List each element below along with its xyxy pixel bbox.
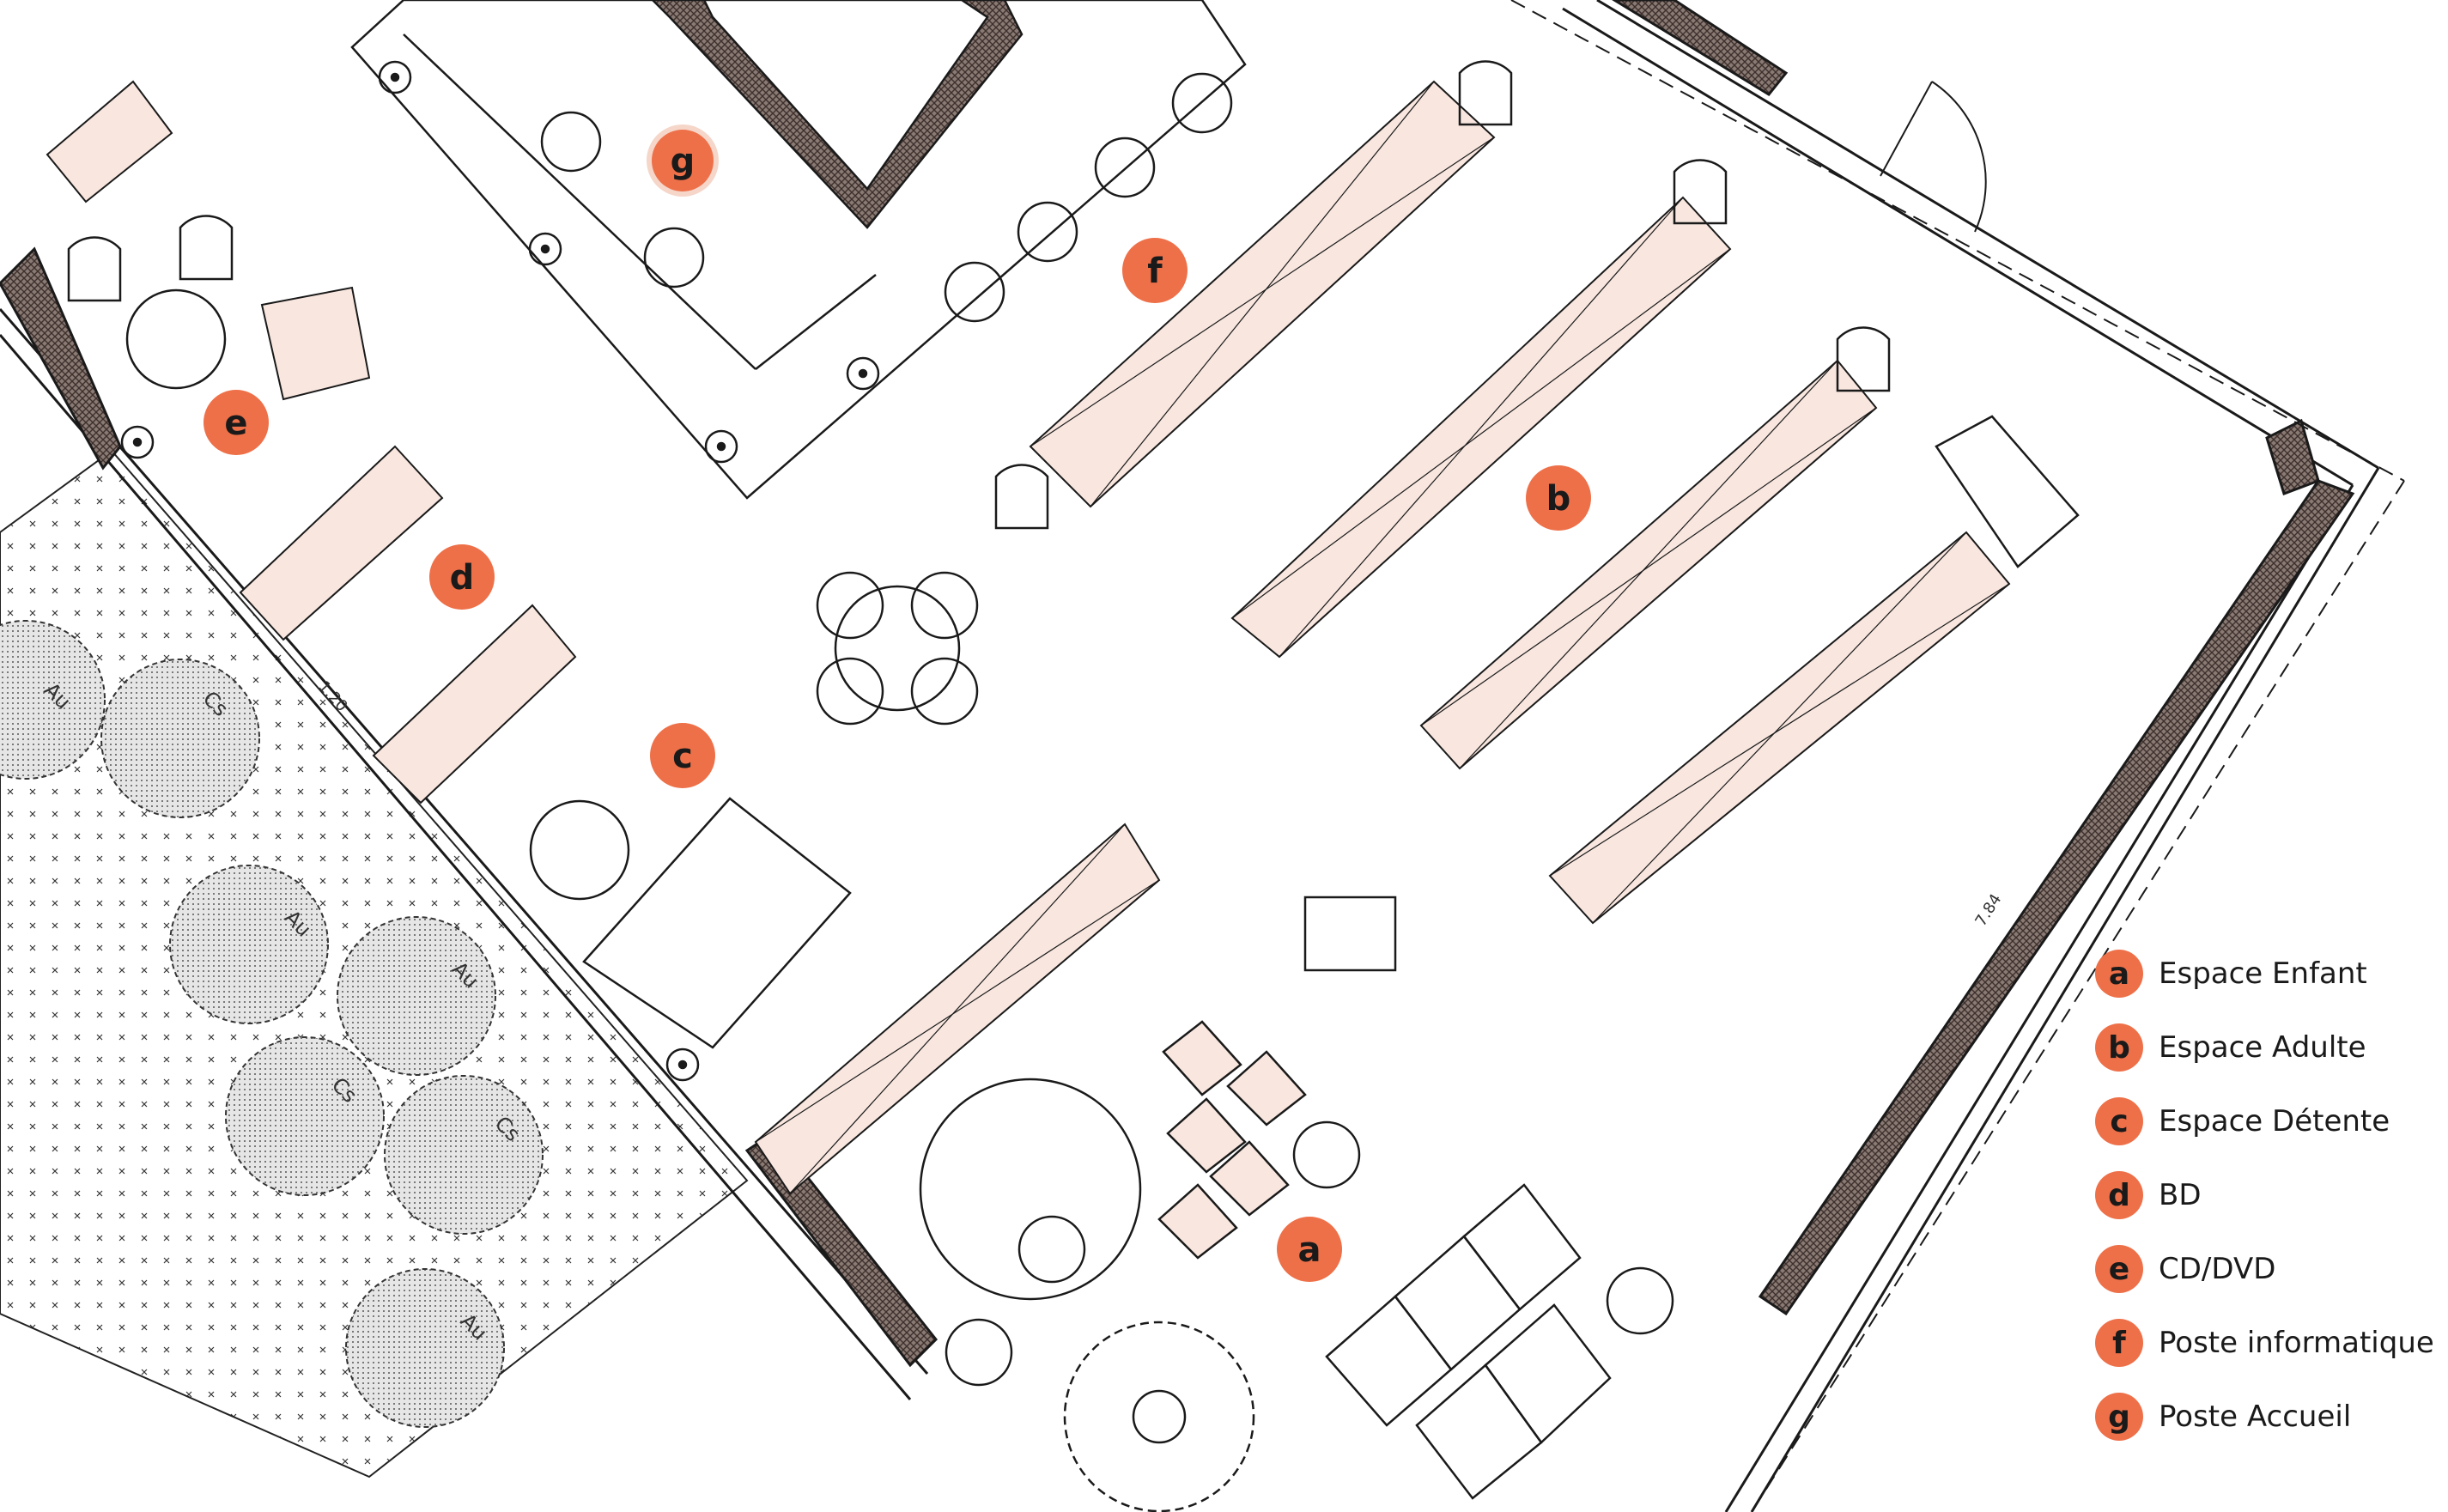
legend-badge: f [2095,1319,2143,1367]
legend-label: Espace Enfant [2159,956,2367,991]
reception-counter [350,0,1247,500]
legend-badge: b [2095,1023,2143,1072]
svg-text:c: c [672,737,693,776]
legend-item-g: g Poste Accueil [2095,1392,2421,1442]
zone-marker-d: d [429,544,495,610]
legend-label: Poste informatique [2159,1326,2434,1360]
legend-item-f: f Poste informatique [2095,1318,2434,1368]
legend-badge: g [2095,1393,2143,1441]
shelf-crosshatch [755,81,2010,1194]
zone-marker-b: b [1526,465,1591,531]
zone-markers: a b c d e f g [203,124,1591,1282]
legend-badge: d [2095,1171,2143,1219]
zone-marker-e: e [203,390,269,455]
svg-text:b: b [1546,479,1571,519]
legend-label: Espace Détente [2159,1104,2390,1139]
svg-text:g: g [671,142,696,181]
zone-marker-c: c [650,723,715,788]
legend-item-a: a Espace Enfant [2095,949,2421,999]
garden-trees [0,620,544,1428]
legend-item-d: d BD [2095,1170,2421,1220]
legend-badge: e [2095,1245,2143,1293]
legend-label: BD [2159,1178,2202,1212]
zone-marker-g: g [647,124,719,197]
legend-label: CD/DVD [2159,1252,2276,1286]
legend-item-e: e CD/DVD [2095,1244,2421,1294]
svg-text:d: d [450,558,475,598]
legend-label: Poste Accueil [2159,1400,2352,1434]
legend-item-c: c Espace Détente [2095,1096,2421,1146]
legend-badge: c [2095,1097,2143,1145]
furniture [67,60,2080,1512]
legend-item-b: b Espace Adulte [2095,1023,2421,1072]
legend-badge: a [2095,950,2143,998]
legend-label: Espace Adulte [2159,1030,2366,1065]
svg-text:f: f [1147,252,1163,291]
zone-marker-a: a [1277,1217,1342,1282]
dimension-label: 7.84 [1971,891,2005,930]
svg-text:a: a [1298,1230,1321,1270]
svg-text:e: e [224,404,247,443]
legend: a Espace Enfant b Espace Adulte c Espace… [2095,949,2434,1466]
zone-marker-f: f [1122,238,1188,303]
